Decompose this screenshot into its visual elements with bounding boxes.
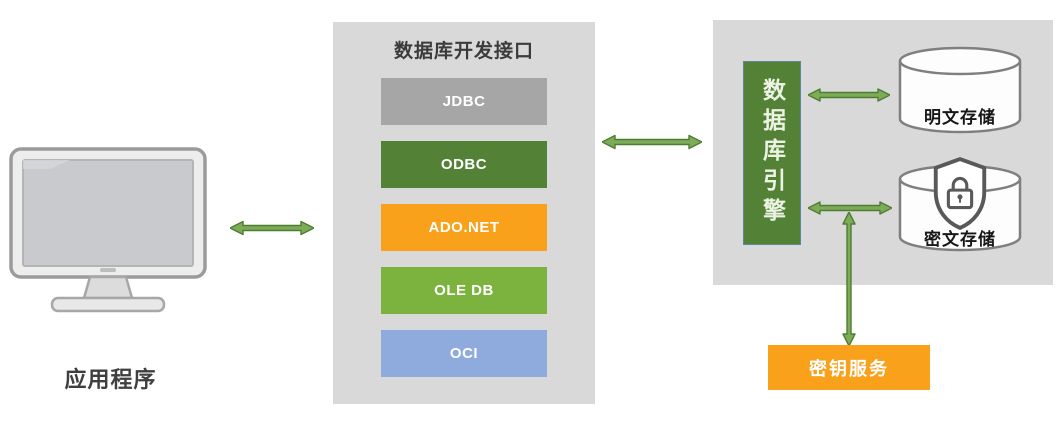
application-label: 应用程序 bbox=[64, 367, 157, 392]
interface-bar-jdbc: JDBC bbox=[381, 78, 547, 125]
shield-lock-icon bbox=[933, 157, 987, 230]
application-node bbox=[8, 146, 213, 316]
arrow-engine-ciphertext bbox=[808, 201, 892, 215]
interface-bar-adonet: ADO.NET bbox=[381, 204, 547, 251]
engine-panel: 数据库引擎 明文存储 密文存储 bbox=[713, 20, 1053, 285]
key-service-box: 密钥服务 bbox=[768, 345, 930, 390]
interface-bar-odbc: ODBC bbox=[381, 141, 547, 188]
interface-bar-label: OLE DB bbox=[434, 282, 494, 299]
interface-bar-label: OCI bbox=[449, 345, 479, 362]
interface-bar-oledb: OLE DB bbox=[381, 267, 547, 314]
database-engine-label: 数据库引擎 bbox=[759, 78, 786, 228]
arrow-interfaces-engine bbox=[602, 134, 702, 150]
interface-bar-label: ODBC bbox=[440, 156, 488, 173]
database-engine-bar: 数据库引擎 bbox=[743, 61, 801, 245]
interfaces-title: 数据库开发接口 bbox=[393, 41, 534, 62]
plaintext-storage-node: 明文存储 bbox=[897, 45, 1023, 142]
ciphertext-storage-label: 密文存储 bbox=[924, 230, 996, 249]
interface-bar-label: JDBC bbox=[442, 93, 486, 110]
interface-bar-label: ADO.NET bbox=[428, 219, 500, 236]
arrow-engine-plaintext bbox=[808, 88, 890, 102]
plaintext-storage-label: 明文存储 bbox=[924, 108, 996, 127]
arrow-engine-keyservice bbox=[842, 212, 856, 346]
interface-bar-oci: OCI bbox=[381, 330, 547, 377]
arrow-app-interfaces bbox=[230, 220, 314, 236]
database-cylinder-icon bbox=[898, 46, 1022, 134]
monitor-icon bbox=[9, 147, 207, 313]
interfaces-panel: 数据库开发接口 JDBC ODBC ADO.NET OLE DB OCI bbox=[333, 22, 595, 404]
